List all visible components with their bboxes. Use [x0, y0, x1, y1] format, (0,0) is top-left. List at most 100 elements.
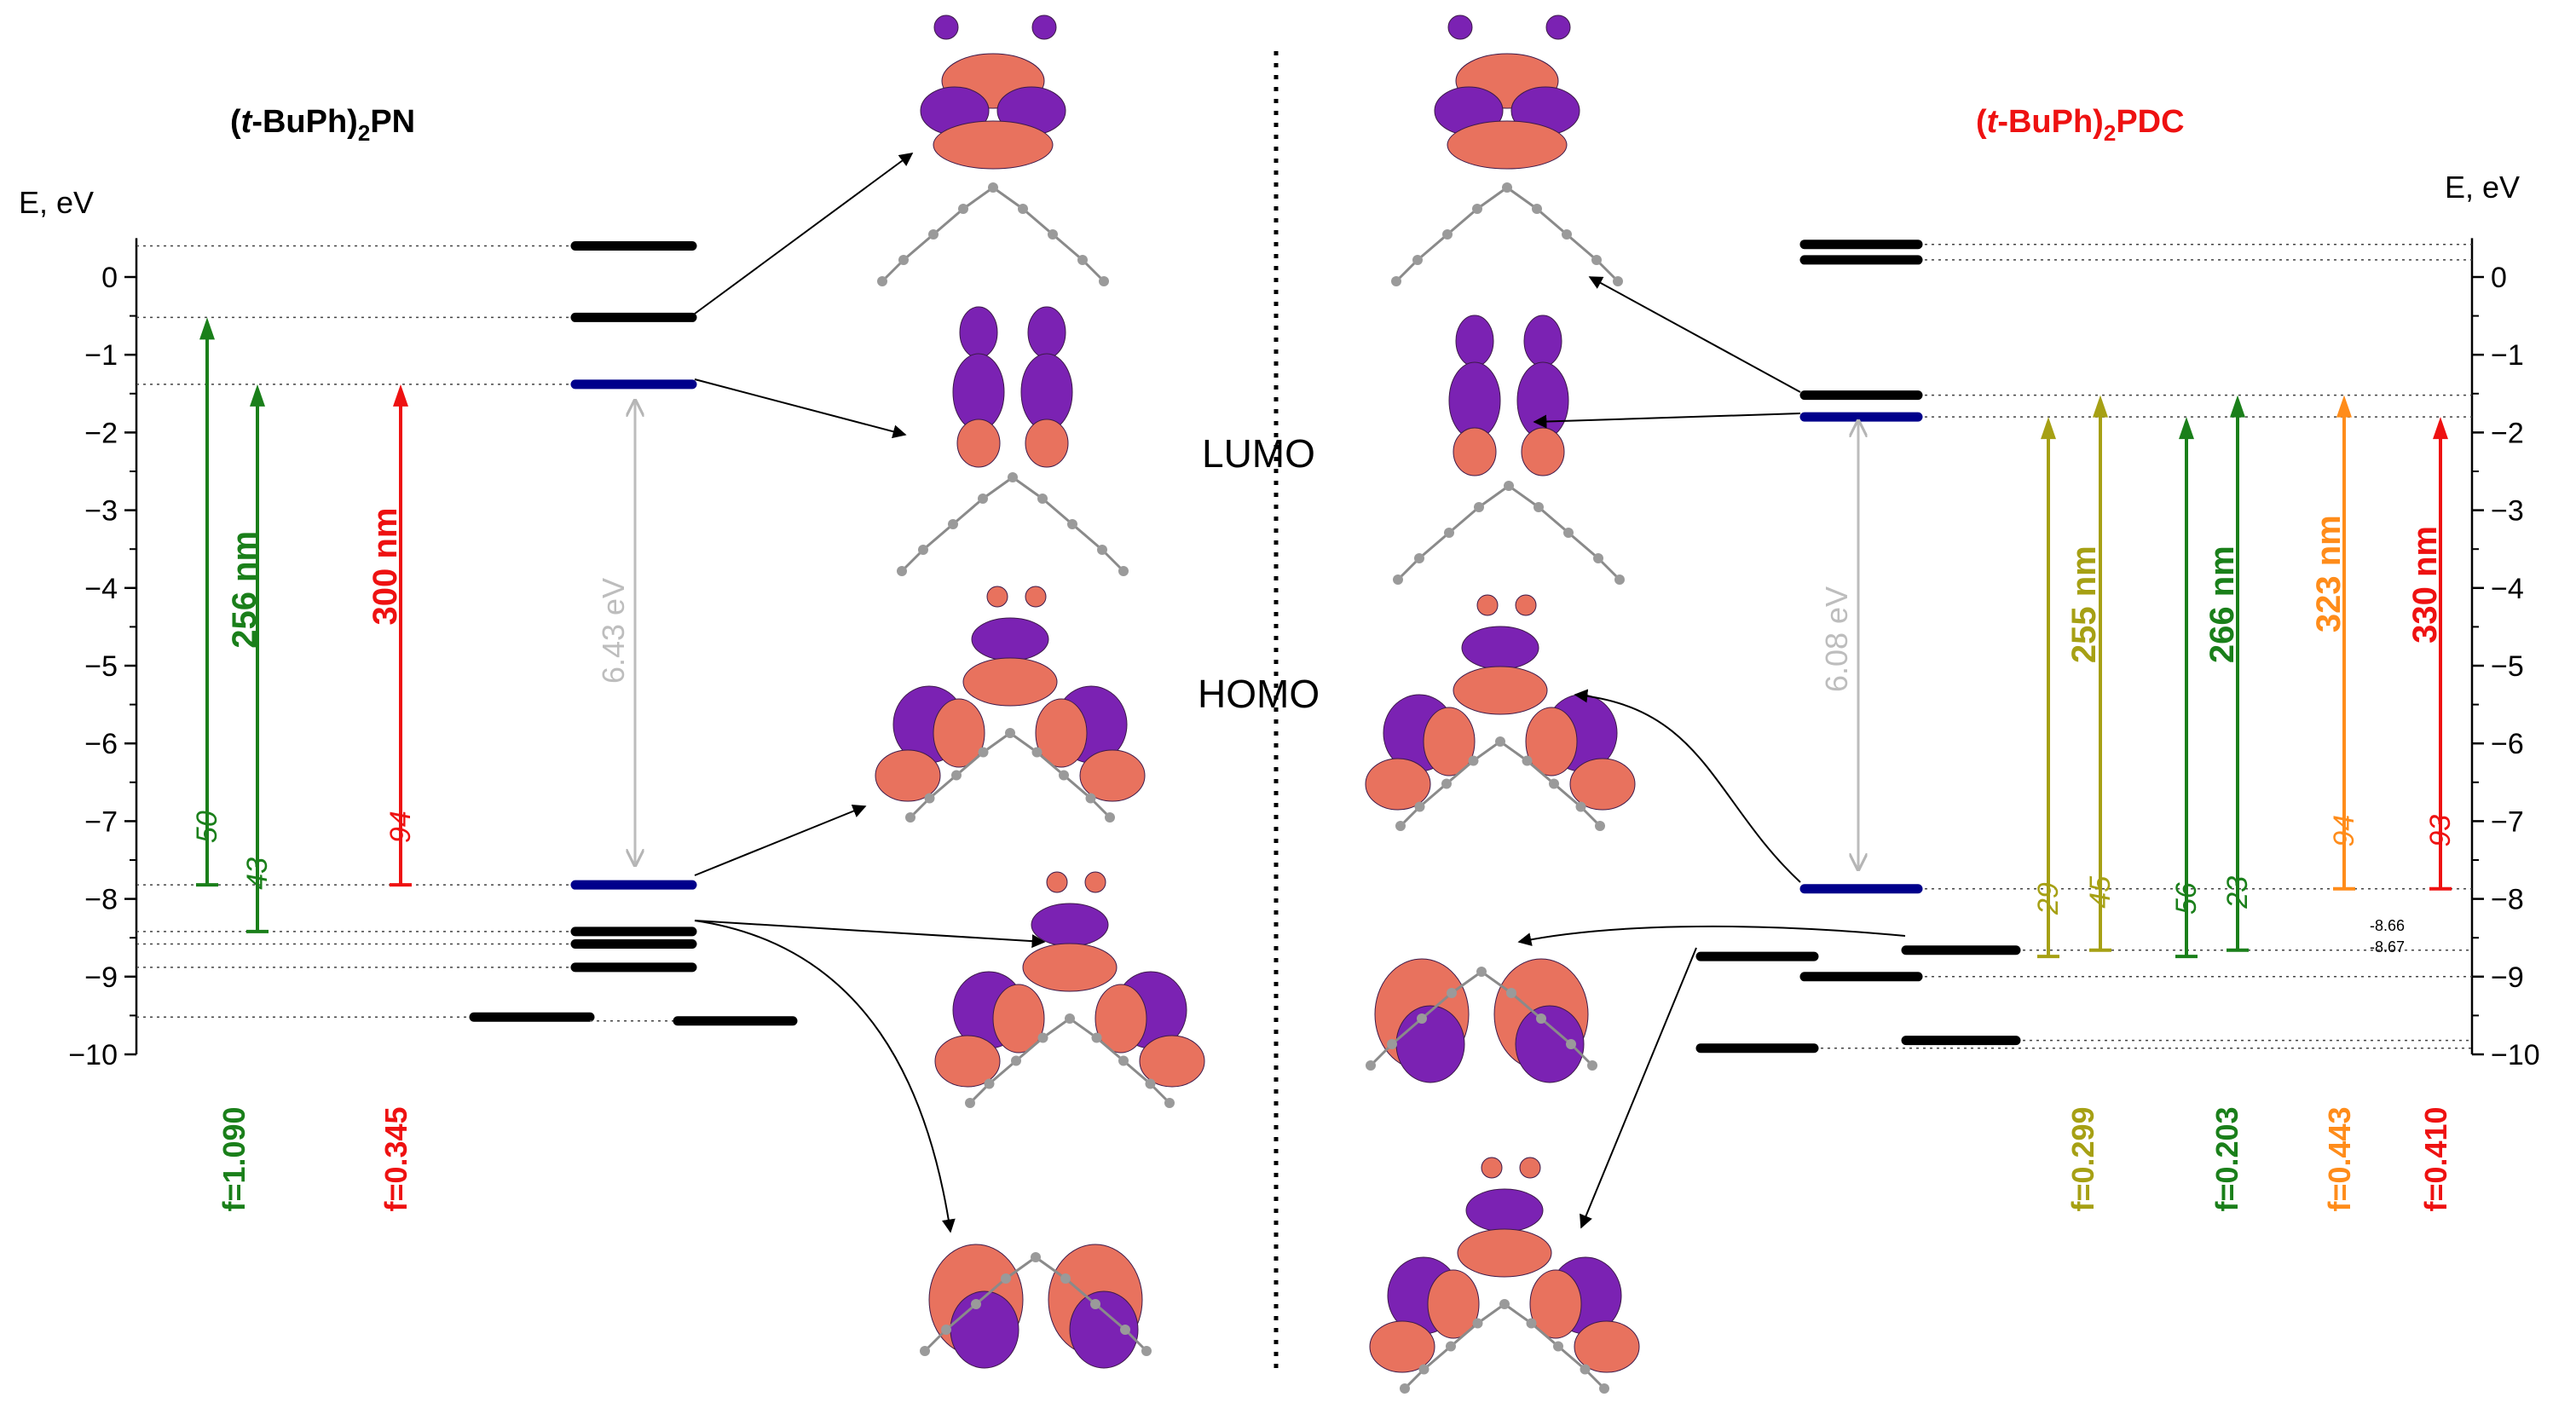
- orbital-lobe: [1025, 419, 1069, 468]
- molecule-atom: [1472, 204, 1482, 214]
- orbital-lobe: [1521, 427, 1565, 476]
- orbital-lobe: [1139, 1035, 1205, 1088]
- orbital-lobe: [1069, 1290, 1139, 1369]
- molecule-atom: [1563, 528, 1574, 538]
- molecule-atom: [1400, 1383, 1410, 1394]
- molecule-atom: [1553, 1341, 1563, 1352]
- molecule-atom: [1599, 1383, 1609, 1394]
- orbital-lobe: [1523, 315, 1562, 367]
- molecule-atom: [920, 1346, 930, 1356]
- molecule-atom: [1580, 1364, 1591, 1375]
- molecule-atom: [1418, 1364, 1430, 1375]
- axis-tick-label: −7: [2491, 805, 2524, 838]
- orbital-lobe: [1529, 1269, 1582, 1339]
- molecule-bond: [1476, 1302, 1505, 1325]
- molecule-bond: [928, 774, 957, 800]
- orbital-lobe: [1515, 1005, 1585, 1083]
- molecule-atom: [1613, 276, 1623, 286]
- molecule-atom: [1575, 801, 1586, 812]
- left-gap-label: 6.43 eV: [596, 578, 631, 684]
- molecule-bond: [992, 186, 1024, 211]
- molecule-bond: [1446, 759, 1475, 785]
- molecule-atom: [1011, 1055, 1021, 1066]
- orbital-lobe: [1031, 903, 1109, 947]
- axis-tick-label: 0: [2491, 262, 2507, 294]
- orbital-isosurfaces: [875, 14, 1640, 1394]
- right-level-note-2: -8.67: [2370, 938, 2405, 955]
- molecule-bond: [1069, 1017, 1098, 1039]
- axis-tick-label: −3: [84, 495, 118, 528]
- molecule-bond: [1504, 1302, 1533, 1325]
- molecule-bond: [1015, 1036, 1044, 1062]
- molecule-bond: [1391, 1017, 1423, 1046]
- molecule-bond: [945, 1302, 977, 1331]
- left-t3-weight: 94: [384, 811, 417, 843]
- orbital-lobe: [1461, 626, 1539, 670]
- molecule-bond: [1421, 991, 1453, 1020]
- axis-tick-label: −4: [84, 573, 118, 605]
- right-t2-weight: 45: [2084, 876, 2117, 909]
- molecule-atom: [1502, 182, 1512, 193]
- axis-tick-label: −10: [68, 1039, 118, 1071]
- molecule-atom: [1001, 1273, 1011, 1284]
- molecule-atom: [1499, 1299, 1510, 1309]
- molecule-atom: [1476, 967, 1487, 977]
- molecule-atom: [1118, 566, 1129, 576]
- molecule-atom: [941, 1325, 951, 1335]
- molecule-atom: [1048, 229, 1058, 240]
- molecule-bond: [982, 731, 1011, 753]
- molecule-atom: [1474, 502, 1484, 512]
- orbital-lobe: [1022, 943, 1118, 992]
- right-axis-label: E, eV: [2445, 170, 2520, 205]
- orbital-lobe: [959, 306, 998, 359]
- left-panel: (t-BuPh)2PN E, eV 0−1−2−3−4−5−6−7−8−9−10…: [19, 104, 1046, 1233]
- molecule-atom: [1105, 812, 1115, 823]
- molecule-bond: [1071, 522, 1103, 551]
- molecule-bond: [1478, 484, 1510, 509]
- molecule-atom: [1120, 1325, 1130, 1335]
- molecule-atom: [1533, 502, 1544, 512]
- right-t6-weight: 93: [2424, 815, 2457, 847]
- right-t4-wavelength: 266 nm: [2203, 546, 2241, 663]
- molecule-atom: [1591, 255, 1602, 265]
- molecule-atom: [1085, 793, 1096, 804]
- axis-tick-label: −8: [84, 884, 118, 916]
- orbital-lobe: [1084, 871, 1106, 893]
- molecule-atom: [1065, 1013, 1075, 1024]
- orbital-lobe: [1079, 749, 1146, 802]
- molecule-bond: [1418, 782, 1447, 808]
- molecule-bond: [1557, 1345, 1586, 1371]
- orbital-lobe: [933, 120, 1054, 170]
- molecule-atom: [1532, 204, 1542, 214]
- left-t1-oscillator: f=1.090: [217, 1106, 251, 1211]
- left-connection-arrows: [694, 153, 1046, 1233]
- molecule-atom: [1468, 755, 1479, 766]
- molecule-bond: [1566, 233, 1597, 262]
- orbital-lobe: [1395, 1005, 1465, 1083]
- orbital-lobe: [950, 1290, 1019, 1369]
- right-t5-oscillator: f=0.443: [2322, 1106, 2357, 1211]
- orbital-lobe: [971, 617, 1049, 661]
- axis-tick-label: −9: [2491, 961, 2524, 994]
- molecule-atom: [1504, 481, 1514, 491]
- axis-tick-label: −3: [2491, 495, 2524, 528]
- molecule-bond: [1526, 759, 1555, 785]
- molecule-atom: [948, 519, 958, 529]
- molecule-atom: [1005, 728, 1015, 738]
- right-t4-weight: 23: [2221, 876, 2254, 909]
- right-level-note-1: -8.66: [2370, 917, 2405, 934]
- molecule-atom: [984, 1078, 995, 1089]
- axis-tick-label: −6: [2491, 728, 2524, 760]
- molecule-bond: [982, 476, 1014, 500]
- molecule-atom: [1593, 553, 1603, 563]
- molecule-atom: [1008, 472, 1018, 482]
- molecule-bond: [1450, 1322, 1479, 1348]
- right-t4-arrowhead: [2230, 395, 2245, 418]
- right-t1-weight: 29: [2032, 882, 2065, 915]
- axis-tick-label: −10: [2491, 1039, 2540, 1071]
- molecule-atom: [1060, 1273, 1071, 1284]
- molecule-bond: [1448, 505, 1480, 534]
- molecule-bond: [1472, 740, 1501, 762]
- molecule-atom: [1587, 1060, 1597, 1071]
- molecule-bond: [962, 186, 994, 211]
